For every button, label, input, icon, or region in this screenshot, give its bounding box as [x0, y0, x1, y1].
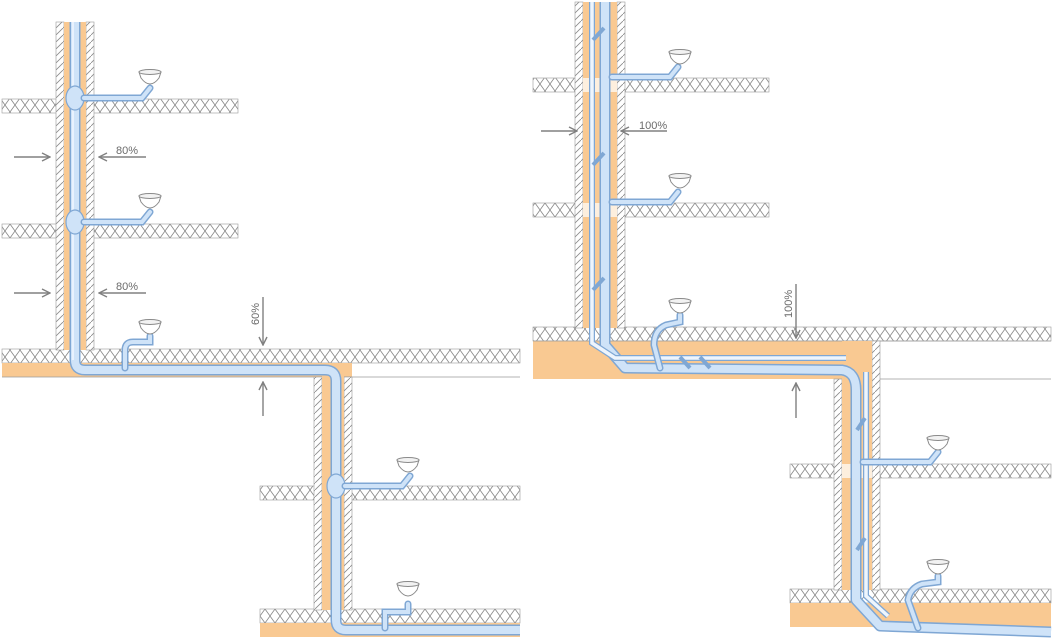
toilet-icon — [396, 581, 420, 597]
floor-slab — [532, 326, 1052, 342]
load-label: 100% — [783, 290, 795, 318]
floor-slab — [789, 588, 1052, 604]
drain-pipe — [599, 2, 1052, 638]
toilet-icon — [396, 457, 420, 473]
floor-slab — [1, 223, 239, 239]
shaft-wall — [616, 1, 626, 329]
shaft-wall — [574, 1, 584, 329]
floor-slab — [789, 463, 1052, 479]
shaft-wall — [833, 378, 843, 591]
pipe-fitting — [65, 85, 346, 499]
shaft-wall — [85, 21, 95, 351]
load-label: 80% — [116, 145, 138, 157]
shaft-wall — [313, 376, 323, 611]
drain-pipe — [69, 22, 520, 636]
toilet-icon — [668, 49, 692, 65]
shaft-wall — [343, 376, 353, 611]
toilet-icon — [926, 435, 950, 451]
shaft-wall — [55, 21, 65, 351]
branch-pipe — [80, 84, 414, 632]
right-diagram: 100% 100% — [532, 1, 1052, 638]
left-diagram: 80% 80% 60% — [1, 21, 521, 637]
branch-pipe — [608, 63, 942, 632]
toilet-icon — [926, 559, 950, 575]
connector-fitting — [591, 26, 867, 552]
toilet-icon — [668, 298, 692, 314]
load-label: 80% — [116, 281, 138, 293]
toilet-icon — [138, 193, 162, 209]
toilet-icon — [138, 69, 162, 85]
load-label: 60% — [250, 303, 262, 325]
toilet-icon — [138, 319, 162, 335]
toilet-icon — [668, 173, 692, 189]
vent-pipe — [589, 2, 891, 619]
load-label: 100% — [639, 120, 667, 132]
